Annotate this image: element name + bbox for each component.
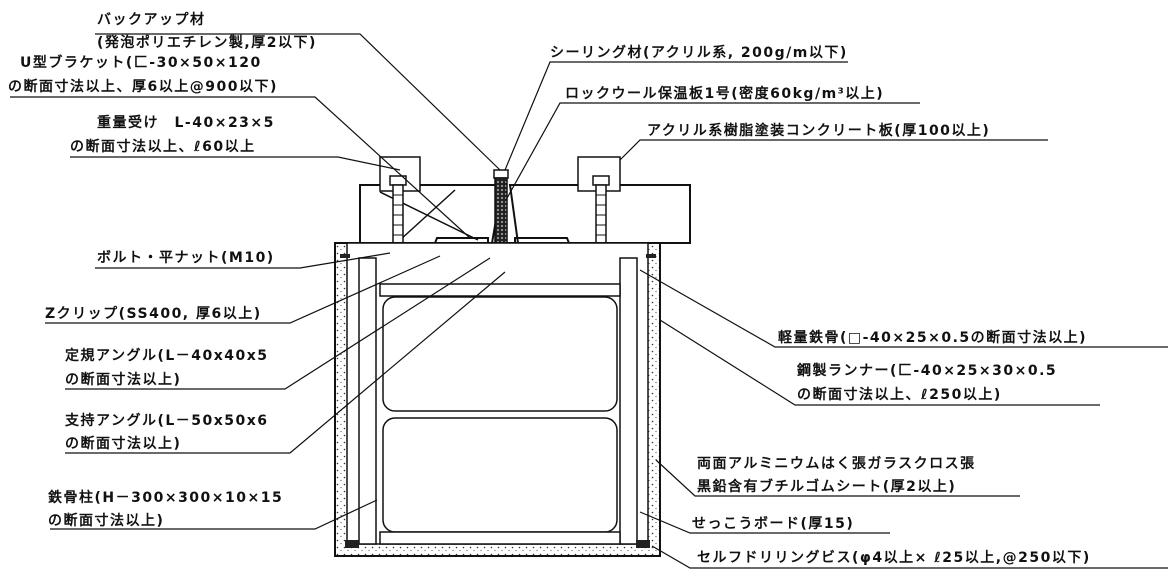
label-glass-cloth: 両面アルミニウムはく張ガラスクロス張 — [697, 456, 976, 472]
light-steel-left — [358, 257, 377, 545]
label-backup-material: バックアップ材 — [97, 12, 206, 28]
label-weight-receiver: 重量受け L-40×23×5 — [97, 115, 275, 131]
concrete-panel-left — [359, 184, 504, 244]
rockwool-insulation — [494, 177, 508, 247]
label-u-bracket-detail: の断面寸法以上、厚6以上@900以下) — [8, 79, 278, 95]
light-steel-right — [619, 257, 638, 545]
label-light-steel: 軽量鉄骨(□-40×25×0.5の断面寸法以上) — [778, 330, 1088, 346]
label-steel-runner-detail: の断面寸法以上、ℓ250以上) — [797, 387, 1002, 403]
label-butyl-rubber-sheet: 黒鉛含有ブチルゴムシート(厚2以上) — [697, 479, 957, 495]
label-weight-receiver-detail: の断面寸法以上、ℓ60以上 — [70, 139, 256, 155]
label-regulating-angle: 定規アングル(L－40x40x5 — [65, 348, 269, 364]
label-sealing-material: シーリング材(アクリル系, 200g/m以下) — [550, 45, 848, 61]
label-steel-runner: 鋼製ランナー(匚-40×25×30×0.5 — [797, 363, 1058, 379]
label-z-clip: Zクリップ(SS400, 厚6以上) — [45, 306, 262, 322]
leader-lines — [10, 33, 1168, 569]
label-rockwool-board: ロックウール保温板1号(密度60kg/m³以上) — [565, 86, 885, 102]
label-concrete-panel: アクリル系樹脂塗装コンクリート板(厚100以上) — [647, 123, 991, 139]
corner-screws — [340, 254, 656, 548]
label-gypsum-board: せっこうボード(厚15) — [692, 516, 855, 532]
label-steel-column: 鉄骨柱(H－300×300×10×15 — [48, 490, 284, 506]
label-support-angle: 支持アングル(L－50x50x6 — [65, 413, 269, 429]
label-steel-column-detail: の断面寸法以上) — [48, 513, 165, 529]
label-u-bracket: U型ブラケット(匚-30×50×120 — [20, 55, 262, 71]
label-self-drilling-screw: セルフドリリングビス(φ4以上× ℓ25以上,@250以下) — [697, 550, 1091, 566]
label-bolt-nut: ボルト・平ナット(M10) — [97, 250, 275, 266]
label-support-angle-detail: の断面寸法以上) — [65, 436, 182, 452]
panel-hatch-line — [399, 189, 456, 241]
sealing-material — [493, 169, 509, 179]
label-backup-material-detail: (発泡ポリエチレン製,厚2以下) — [97, 35, 317, 51]
label-regulating-angle-detail: の断面寸法以上) — [65, 372, 182, 388]
